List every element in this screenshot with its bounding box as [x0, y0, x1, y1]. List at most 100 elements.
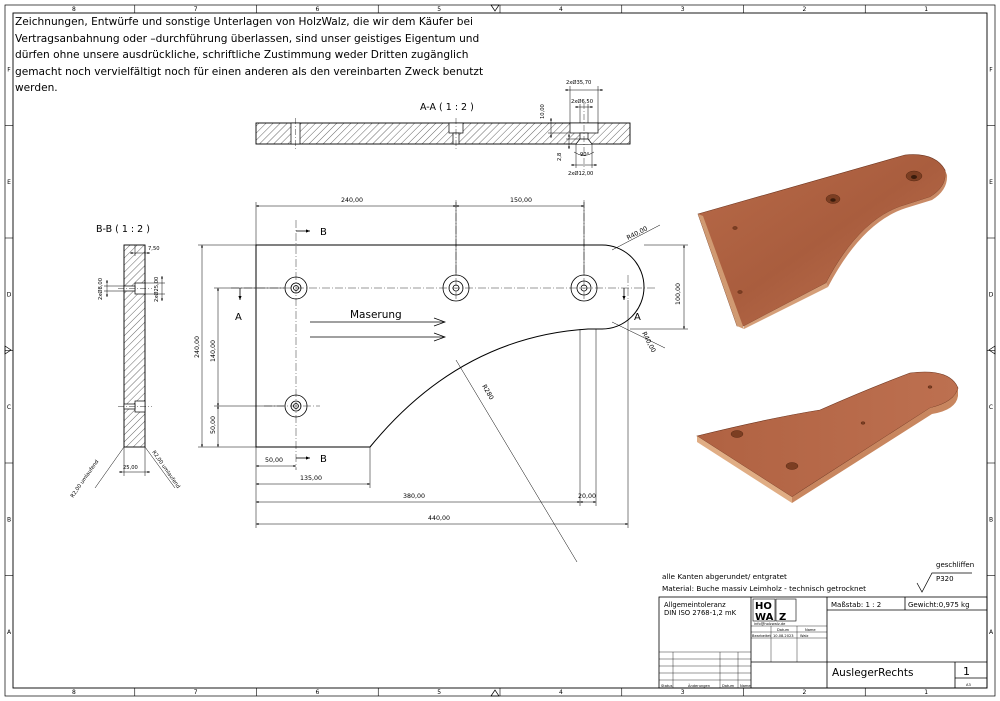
- frame-row-label-left: E: [7, 179, 11, 186]
- dim-height-total: 240,00: [194, 336, 201, 358]
- dim-radius-curve: R280: [480, 384, 494, 402]
- frame-row-label-right: E: [989, 179, 993, 186]
- frame-col-label-top: 1: [924, 6, 928, 13]
- grain-label: Maserung: [350, 309, 402, 321]
- section-aa-view: A-A ( 1 : 2 ): [255, 79, 631, 177]
- frame-row-label-left: C: [7, 404, 11, 411]
- logo-line1: HO: [755, 601, 772, 612]
- grain-arrow: [310, 317, 447, 342]
- note-edges: alle Kanten abgerundet/ entgratet: [662, 572, 787, 581]
- notes: geschliffen P320 alle Kanten abgerundet/…: [662, 561, 974, 593]
- part-outline: [255, 244, 645, 448]
- bearbeitet-label: Bearbeitet: [752, 634, 771, 638]
- dim-height-50: 50,00: [210, 416, 217, 434]
- frame-col-label-top: 6: [315, 6, 319, 13]
- surface-finish-label: geschliffen: [936, 561, 974, 569]
- section-marker-a-left: A: [235, 312, 242, 323]
- frame-col-label-bottom: 8: [72, 689, 76, 696]
- sheet-number: 1: [963, 665, 970, 678]
- frame-col-label-top: 7: [194, 6, 198, 13]
- dim-top-right: 150,00: [510, 197, 532, 204]
- company-email: info@holzwalz.de: [754, 622, 786, 626]
- frame-row-label-right: A: [989, 629, 994, 636]
- frame-col-label-bottom: 2: [802, 689, 806, 696]
- frame-col-label-bottom: 3: [681, 689, 685, 696]
- dim-bottom-440: 440,00: [428, 515, 450, 522]
- drawing-scale: Maßstab: 1 : 2: [831, 601, 881, 609]
- frame-col-label-bottom: 4: [559, 689, 563, 696]
- dimension-lines: [198, 202, 688, 563]
- part-name: AuslegerRechts: [832, 667, 913, 679]
- render-view-bottom: [696, 371, 959, 503]
- section-bb-view: B-B ( 1 : 2 ) 7,50 2xØ8,00 2xØ25,00 25,0…: [70, 224, 181, 499]
- frame-row-label-right: B: [989, 516, 993, 523]
- frame-col-label-top: 4: [559, 6, 563, 13]
- datum-label: Datum: [777, 628, 790, 632]
- section-marker-b-top: B: [320, 227, 327, 238]
- dim-bb-thickness: 25,00: [123, 465, 138, 471]
- dim-bottom-380: 380,00: [403, 493, 425, 500]
- name-label: Name: [805, 628, 816, 632]
- dim-bb-bore-right: 2xØ25,00: [153, 277, 160, 302]
- dim-bore-large: 2xØ35,70: [566, 79, 591, 86]
- dim-bottom-50: 50,00: [265, 457, 283, 464]
- note-material: Material: Buche massiv Leimholz - techni…: [662, 584, 866, 593]
- company-logo: HO WA Z: [752, 598, 797, 623]
- frame-col-label-bottom: 6: [315, 689, 319, 696]
- section-bb-title: B-B ( 1 : 2 ): [96, 224, 150, 235]
- section-marker-b-bottom: B: [320, 454, 327, 465]
- drawing-date: 10.08.2023: [773, 634, 794, 638]
- frame-ticks: [5, 5, 995, 696]
- centering-marks: [4, 4, 996, 697]
- dim-bb-top: 7,50: [148, 246, 160, 252]
- frame-col-label-top: 8: [72, 6, 76, 13]
- frame-col-label-bottom: 1: [924, 689, 928, 696]
- dim-depth-bottom: 2,8: [557, 153, 563, 161]
- frame-col-label-top: 5: [437, 6, 441, 13]
- sheet-format: A3: [966, 683, 971, 687]
- dim-depth-top: 10,00: [540, 104, 546, 119]
- tolerance-title: Allgemeintoleranz: [664, 601, 726, 609]
- frame-col-label-bottom: 7: [194, 689, 198, 696]
- frame-col-label-bottom: 5: [437, 689, 441, 696]
- dim-bore-small: 2xØ6,50: [571, 98, 593, 105]
- dim-bb-radius-left: R2,00 umlaufend: [70, 459, 101, 499]
- frame-row-label-right: F: [989, 66, 993, 73]
- section-aa-title: A-A ( 1 : 2 ): [420, 102, 474, 113]
- frame-col-label-top: 2: [802, 6, 806, 13]
- frame-row-label-right: D: [989, 291, 994, 298]
- frame-row-label-left: F: [7, 66, 11, 73]
- title-block: Allgemeintoleranz DIN ISO 2768-1,2 mK HO…: [658, 596, 988, 689]
- status-label: Status: [661, 684, 673, 688]
- dim-radius-top: R40,00: [626, 225, 649, 241]
- dim-height-right: 100,00: [675, 283, 682, 305]
- frame-col-label-top: 3: [681, 6, 685, 13]
- date-col-label: Datum: [722, 684, 735, 688]
- logo-mark: Z: [779, 612, 786, 623]
- frame-row-label-left: D: [7, 291, 12, 298]
- dim-top-left: 240,00: [341, 197, 363, 204]
- dim-height-140: 140,00: [210, 340, 217, 362]
- frame-row-label-left: B: [7, 516, 11, 523]
- dim-bottom-135: 135,00: [300, 475, 322, 482]
- section-marker-a-right: A: [634, 312, 641, 323]
- render-view-top: [697, 154, 948, 329]
- part-weight: Gewicht:0,975 kg: [908, 601, 970, 609]
- frame-row-label-right: C: [989, 404, 993, 411]
- dim-bb-radius-right: R2,00 umlaufend: [150, 450, 181, 490]
- dim-radius-bottom: R40,00: [640, 331, 656, 354]
- surface-grit: P320: [936, 575, 954, 583]
- frame-row-label-left: A: [7, 629, 12, 636]
- name-col-label: Name: [740, 684, 751, 688]
- tolerance-value: DIN ISO 2768-1,2 mK: [664, 609, 737, 617]
- main-front-view: Maserung A A B B: [194, 197, 688, 563]
- logo-line2: WA: [755, 612, 774, 623]
- dim-angle: 90°: [580, 152, 590, 158]
- copyright-notice: Zeichnungen, Entwürfe und sonstige Unter…: [15, 16, 484, 94]
- holes: [284, 274, 598, 418]
- dim-bb-bore-left: 2xØ8,00: [97, 278, 104, 300]
- dim-bore-csk: 2xØ12,00: [568, 170, 593, 177]
- changes-label: Änderungen: [688, 683, 710, 688]
